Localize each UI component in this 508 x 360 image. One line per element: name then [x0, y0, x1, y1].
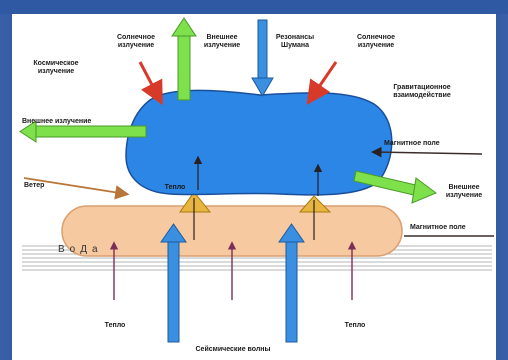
label-water: ВоДа	[58, 244, 103, 255]
label-solar-right: Солнечное излучение	[356, 34, 395, 49]
blue-arrow-schumann	[251, 19, 274, 97]
heat-cone-right	[298, 195, 332, 213]
green-arrow-external-left	[19, 120, 147, 143]
label-magnetic-top: Магнитное поле	[384, 140, 440, 147]
label-gravity: Гравитационное взаимодействие	[393, 84, 451, 99]
seismic-arrow-left	[160, 223, 187, 343]
magnetic-arrow-top	[371, 146, 483, 158]
label-external-left: Внешнее излучение	[22, 118, 92, 125]
heat-lines	[109, 241, 357, 300]
label-cosmic: Космическое излучение	[33, 60, 79, 75]
heat-cone-left	[179, 191, 212, 213]
label-seismic: Сейсмические волны	[195, 346, 271, 353]
label-solar-left: Солнечное излучение	[116, 34, 155, 49]
green-arrow-external-top	[171, 17, 197, 101]
label-heat-left: Тепло	[104, 322, 126, 329]
label-heat-right: Тепло	[344, 322, 366, 329]
red-arrow-solar-right	[306, 61, 338, 105]
label-external-right: Внешнее излучение	[445, 184, 483, 199]
green-arrow-external-right	[353, 170, 437, 204]
label-schumann: Резонансы Шумана	[275, 34, 315, 49]
label-external-top: Внешнее излучение	[203, 34, 241, 49]
seismic-arrow-right	[278, 223, 305, 343]
label-heat-mid: Тепло	[164, 184, 186, 191]
cloud-body	[125, 89, 393, 196]
red-arrow-solar-left	[138, 61, 163, 106]
label-wind: Ветер	[24, 182, 45, 189]
slide-top-bar	[0, 0, 508, 14]
wind-arrow	[23, 177, 130, 200]
label-magnetic-bottom: Магнитное поле	[410, 224, 466, 231]
